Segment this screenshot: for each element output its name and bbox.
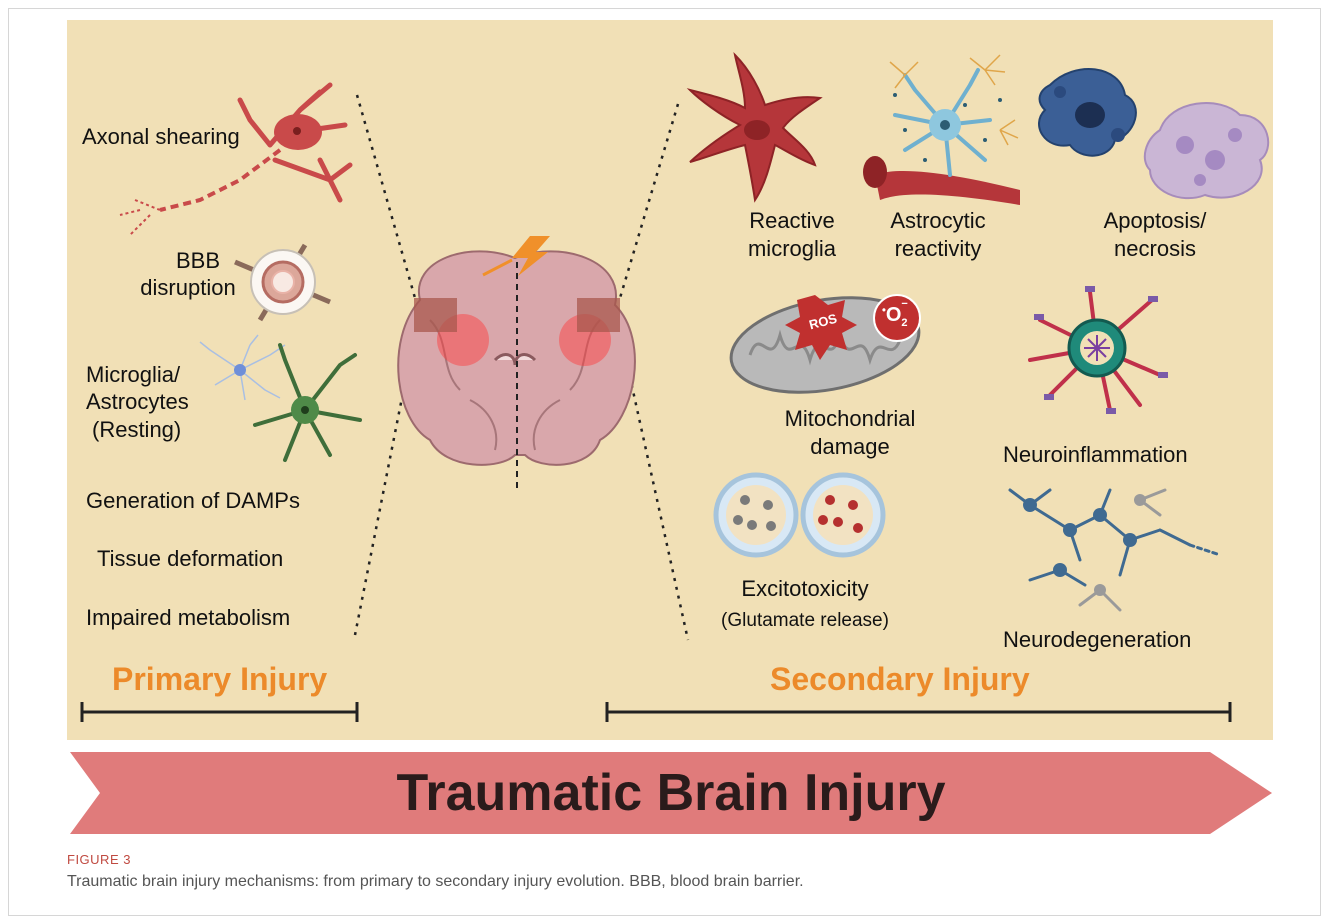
secondary-injury-bracket <box>607 702 1230 722</box>
blood-vessel-cross-section-icon <box>235 245 330 320</box>
label-tissue-deformation: Tissue deformation <box>97 546 283 572</box>
banner-title: Traumatic Brain Injury <box>70 752 1272 834</box>
secondary-injury-label: Secondary Injury <box>770 661 1030 698</box>
resting-astrocyte-icon <box>255 345 360 460</box>
label-reactive: Reactive <box>712 208 872 234</box>
primary-injury-label: Primary Injury <box>112 661 327 698</box>
label-resting: (Resting) <box>92 417 181 443</box>
sheared-neuron-icon <box>120 85 350 235</box>
glutamate-release-vesicle-icon <box>803 475 883 555</box>
reactive-astrocyte-icon <box>863 55 1020 205</box>
reactive-microglia-icon <box>690 55 820 200</box>
label-bbb: BBB <box>148 248 248 274</box>
brain-coronal-section-icon <box>398 251 635 488</box>
label-astrocytic: Astrocytic <box>863 208 1013 234</box>
superoxide-charge: − <box>901 298 907 310</box>
glutamate-vesicle-icon <box>716 475 796 555</box>
superoxide-symbol: O <box>886 304 902 326</box>
label-neurodegeneration: Neurodegeneration <box>1003 627 1191 653</box>
label-glutamate-release: (Glutamate release) <box>695 610 915 633</box>
neuron-bodies <box>1023 494 1146 596</box>
label-axonal-shearing: Axonal shearing <box>82 124 240 150</box>
superoxide-subscript: 2 <box>901 317 907 329</box>
label-astrocytes: Astrocytes <box>86 389 189 415</box>
necrotic-cell-icon <box>1145 103 1268 198</box>
label-damps: Generation of DAMPs <box>86 488 300 514</box>
superoxide-label: •O−2 <box>882 304 908 329</box>
label-necrosis: necrosis <box>1075 236 1235 262</box>
cytokine-complex-icon <box>1030 286 1168 414</box>
label-mitochondrial: Mitochondrial <box>760 406 940 432</box>
label-excitotoxicity: Excitotoxicity <box>705 576 905 602</box>
resting-microglia-icon <box>200 335 285 400</box>
label-microglia-reactive: microglia <box>712 236 872 262</box>
label-damage: damage <box>760 434 940 460</box>
neurodegeneration-network-icon <box>1010 490 1220 610</box>
label-neuroinflammation: Neuroinflammation <box>1003 442 1188 468</box>
label-bbb-disruption: disruption <box>128 275 248 301</box>
label-impaired-metabolism: Impaired metabolism <box>86 605 290 631</box>
label-microglia: Microglia/ <box>86 362 180 388</box>
apoptotic-cell-icon <box>1039 69 1136 156</box>
label-apoptosis: Apoptosis/ <box>1075 208 1235 234</box>
primary-injury-bracket <box>82 702 357 722</box>
figure-caption: Traumatic brain injury mechanisms: from … <box>67 873 804 891</box>
figure-label: FIGURE 3 <box>67 852 131 867</box>
label-reactivity: reactivity <box>863 236 1013 262</box>
